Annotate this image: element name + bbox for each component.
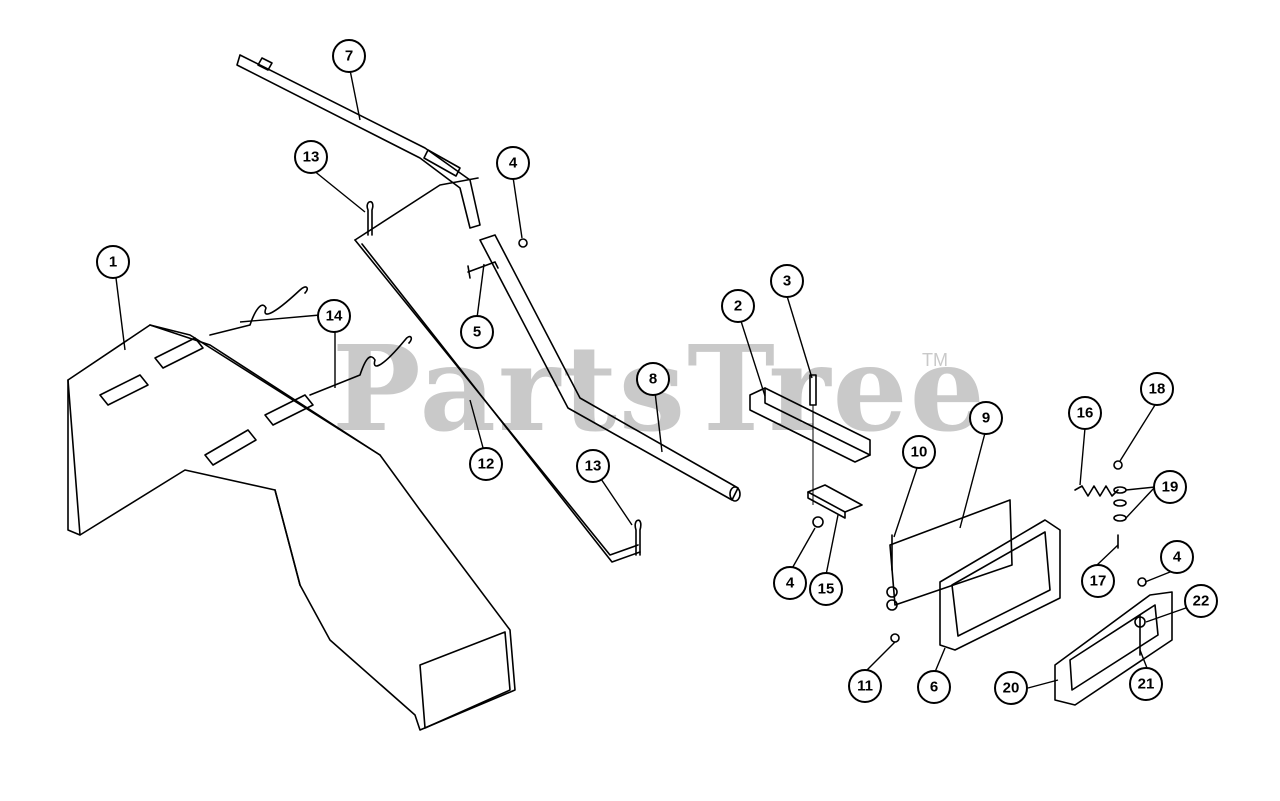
svg-text:1: 1	[109, 254, 117, 271]
callout-5: 5	[460, 315, 494, 349]
bolt	[467, 261, 499, 279]
washer-stack	[1113, 460, 1127, 549]
svg-text:5: 5	[473, 324, 481, 341]
svg-text:18: 18	[1149, 381, 1166, 398]
callout-12: 12	[469, 447, 503, 481]
nut	[518, 238, 528, 248]
spring	[1074, 485, 1119, 497]
callout-6: 6	[917, 670, 951, 704]
svg-text:13: 13	[303, 149, 320, 166]
svg-text:21: 21	[1138, 676, 1155, 693]
rectangular-frame	[889, 499, 1013, 606]
svg-text:10: 10	[911, 444, 928, 461]
channel-bracket	[749, 387, 871, 463]
svg-text:14: 14	[326, 308, 343, 325]
hairpin-clip	[366, 200, 642, 556]
callout-21: 21	[1129, 667, 1163, 701]
svg-text:4: 4	[786, 575, 795, 592]
lower-handle	[479, 234, 741, 502]
callout-1: 1	[96, 245, 130, 279]
callout-14: 14	[317, 299, 351, 333]
svg-text:12: 12	[478, 456, 495, 473]
callout-20: 20	[994, 671, 1028, 705]
callout-8: 8	[636, 362, 670, 396]
bolt-washer	[1134, 614, 1146, 656]
screw	[809, 374, 817, 505]
callout-9: 9	[969, 401, 1003, 435]
door-frame	[939, 519, 1061, 651]
callout-10: 10	[902, 435, 936, 469]
upper-handle	[236, 54, 481, 229]
svg-text:8: 8	[649, 371, 657, 388]
bolt-stack	[886, 534, 900, 643]
svg-text:20: 20	[1003, 680, 1020, 697]
callout-2: 2	[721, 289, 755, 323]
svg-text:16: 16	[1077, 405, 1094, 422]
trademark-symbol: TM	[922, 350, 948, 370]
svg-text:19: 19	[1162, 479, 1179, 496]
callout-11: 11	[848, 669, 882, 703]
nut	[812, 516, 824, 528]
callout-17: 17	[1081, 564, 1115, 598]
leader-lines	[114, 69, 1201, 689]
callout-3: 3	[770, 264, 804, 298]
svg-text:4: 4	[509, 155, 518, 172]
svg-text:11: 11	[857, 678, 873, 695]
wire-hook	[209, 286, 413, 396]
control-rod	[354, 177, 641, 563]
svg-text:13: 13	[585, 458, 602, 475]
svg-text:2: 2	[734, 298, 742, 315]
callout-16: 16	[1068, 396, 1102, 430]
grass-bag-chute	[67, 324, 516, 731]
callout-4-handle: 4	[496, 146, 530, 180]
callout-13-bottom: 13	[576, 449, 610, 483]
svg-text:17: 17	[1090, 573, 1107, 590]
svg-text:9: 9	[982, 410, 990, 427]
callout-7: 7	[332, 39, 366, 73]
callout-18: 18	[1140, 372, 1174, 406]
callout-4-bracket: 4	[773, 566, 807, 600]
u-bracket	[1054, 591, 1173, 706]
callout-13-top: 13	[294, 140, 328, 174]
callout-4-right: 4	[1160, 540, 1194, 574]
svg-text:22: 22	[1193, 593, 1210, 610]
svg-text:7: 7	[345, 48, 353, 65]
nut	[1137, 577, 1147, 587]
svg-text:6: 6	[930, 679, 938, 696]
svg-text:3: 3	[783, 273, 791, 290]
callout-15: 15	[809, 572, 843, 606]
mounting-plate	[807, 484, 863, 519]
svg-text:15: 15	[818, 581, 835, 598]
svg-text:4: 4	[1173, 549, 1182, 566]
callout-19: 19	[1153, 470, 1187, 504]
callout-22: 22	[1184, 584, 1218, 618]
